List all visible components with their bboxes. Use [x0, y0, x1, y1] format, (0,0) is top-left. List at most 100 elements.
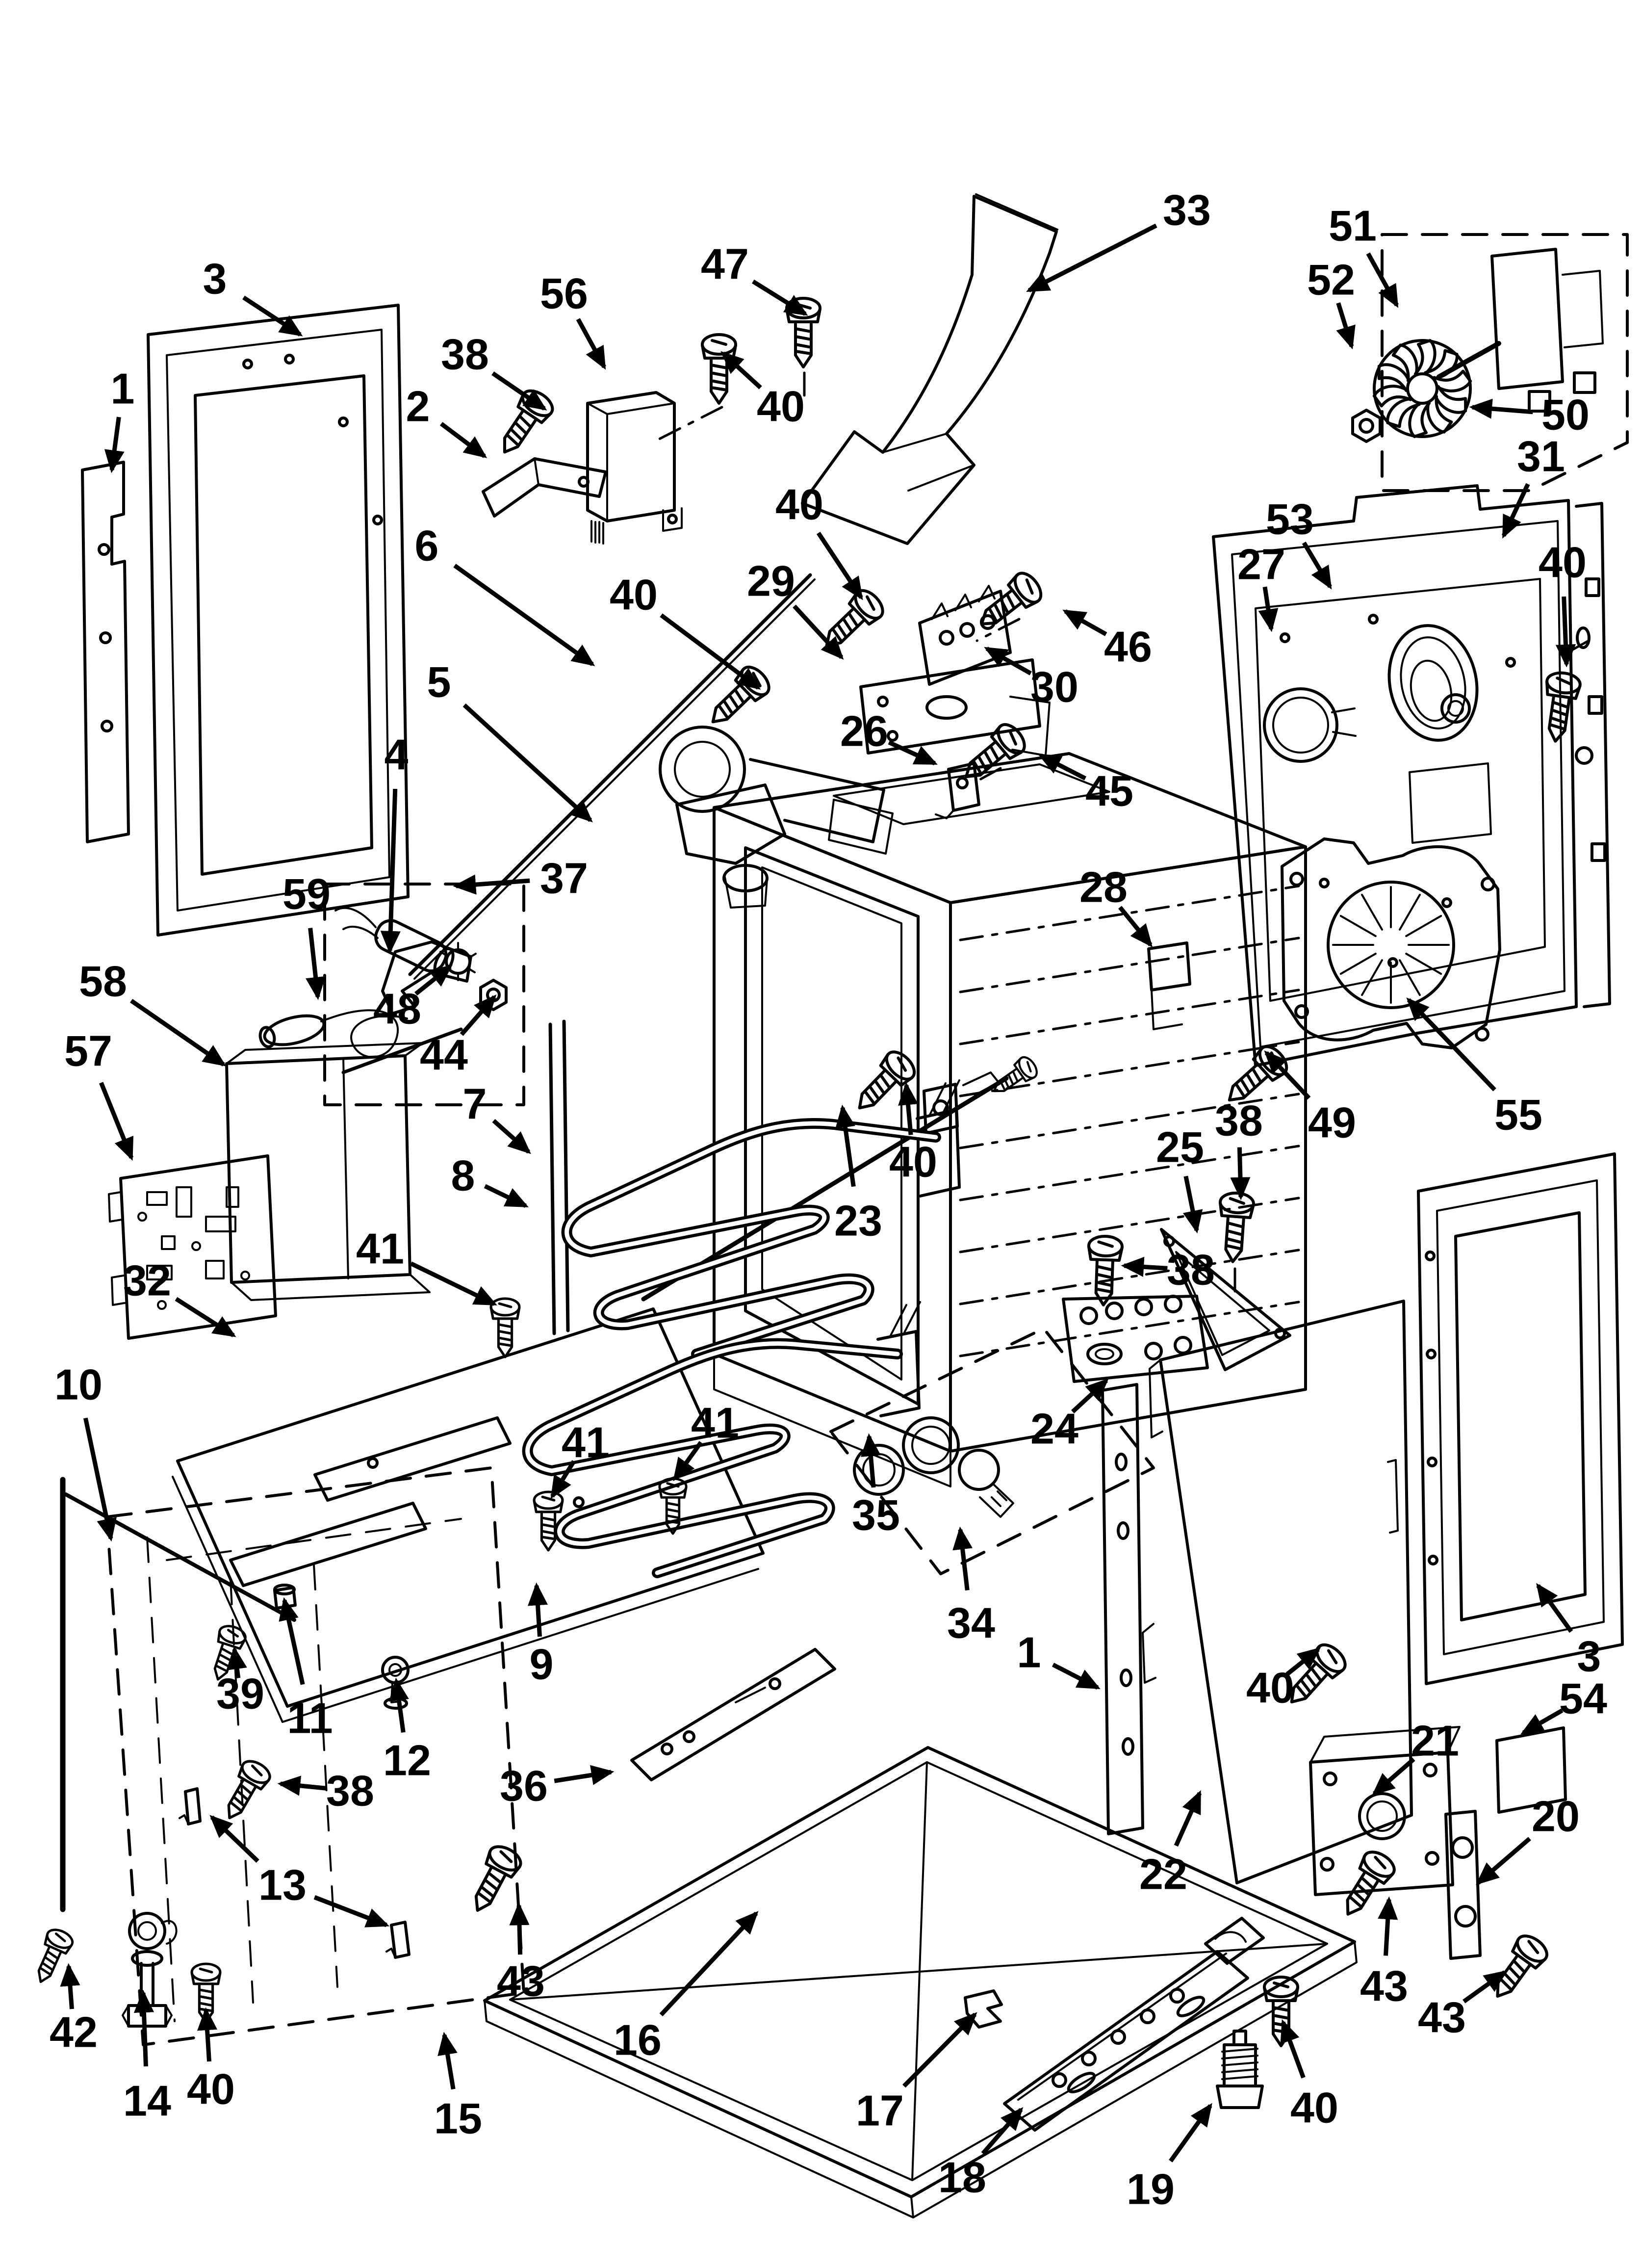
callout-22: 22	[1139, 1790, 1202, 1899]
control-board	[108, 1154, 277, 1340]
leader-arrow	[527, 1582, 548, 1637]
leader-arrow	[197, 2007, 218, 2062]
callout-number: 40	[775, 480, 823, 529]
leveling-bracket	[1309, 1726, 1461, 1896]
fan-motor-kit	[1351, 233, 1629, 492]
leader-arrow	[133, 1989, 154, 2067]
vent-duct	[801, 193, 1058, 545]
leader-arrow	[888, 740, 938, 766]
callout-number: 39	[216, 1669, 264, 1718]
rack-stop-bracket	[918, 585, 1012, 686]
callout-number: 21	[1411, 1717, 1459, 1765]
callout-27: 27	[1237, 540, 1285, 632]
callout-54: 54	[1520, 1674, 1607, 1735]
callout-number: 17	[856, 2086, 904, 2135]
callout-7: 7	[463, 1080, 531, 1154]
callout-number: 40	[187, 2065, 235, 2113]
rear-vent-cover	[1281, 837, 1501, 1049]
transformer	[586, 391, 683, 545]
callout-number: 41	[691, 1399, 739, 1447]
leader-arrow	[1378, 1896, 1398, 1956]
vent-bracket	[482, 457, 607, 518]
callout-40: 40	[187, 2007, 235, 2113]
callout-1: 1	[104, 365, 134, 473]
callout-number: 11	[287, 1694, 333, 1743]
callout-44: 44	[420, 994, 497, 1079]
callout-number: 8	[451, 1151, 475, 1200]
leader-arrow	[1406, 997, 1496, 1092]
leader-arrow	[492, 1119, 531, 1154]
callout-18: 18	[938, 2107, 1024, 2202]
callout-47: 47	[701, 240, 808, 316]
leader-arrow	[550, 1460, 576, 1499]
leader-arrow	[277, 1775, 326, 1796]
callout-58: 58	[79, 957, 227, 1067]
callout-number: 41	[356, 1225, 404, 1273]
callout-number: 19	[1127, 2165, 1175, 2214]
callout-number: 22	[1139, 1850, 1187, 1899]
callout-number: 43	[1360, 1962, 1408, 2010]
callout-number: 6	[415, 521, 439, 570]
leader-arrow	[1258, 586, 1279, 632]
callout-20: 20	[1476, 1792, 1580, 1885]
callout-38: 38	[441, 330, 547, 411]
callout-number: 58	[79, 957, 127, 1006]
callout-38: 38	[1121, 1246, 1215, 1294]
leader-arrow	[1285, 1647, 1321, 1676]
callout-number: 29	[747, 557, 795, 605]
leader-arrow	[460, 994, 497, 1036]
leader-arrow	[554, 1765, 615, 1785]
leader-arrow	[380, 788, 401, 954]
callout-46: 46	[1062, 609, 1152, 671]
callout-number: 40	[1539, 538, 1587, 587]
leader-arrow	[981, 2107, 1024, 2155]
leader-arrow	[1169, 2103, 1212, 2163]
callout-number: 12	[383, 1736, 431, 1785]
anti-tip-strip	[1444, 1810, 1482, 1960]
callout-56: 56	[540, 269, 606, 370]
oven-sensor-probe	[258, 1009, 463, 1074]
callout-number: 50	[1541, 391, 1590, 439]
callout-38: 38	[277, 1767, 374, 1815]
callout-36: 36	[500, 1762, 615, 1810]
fan-nut	[1351, 409, 1382, 443]
leader-arrow	[752, 279, 808, 316]
rear-leveling-leg	[1216, 2030, 1264, 2109]
lock-washer	[439, 942, 477, 981]
callout-52: 52	[1307, 256, 1356, 350]
callout-number: 40	[757, 382, 805, 431]
callout-number: 13	[258, 1861, 307, 1909]
callout-number: 35	[852, 1491, 900, 1539]
leader-arrow	[410, 1261, 497, 1306]
leader-arrow	[209, 1815, 259, 1863]
callout-2: 2	[406, 382, 487, 458]
leader-arrow	[1501, 483, 1530, 539]
callout-40: 40	[1280, 2019, 1338, 2132]
insulation-wrap	[105, 1466, 525, 2046]
callout-number: 42	[50, 2008, 98, 2057]
gasket-ring	[1263, 687, 1357, 763]
leader-arrow	[1302, 542, 1332, 590]
callout-number: 54	[1559, 1674, 1607, 1723]
leader-arrow	[984, 647, 1032, 676]
callout-53: 53	[1266, 495, 1332, 590]
callout-number: 7	[463, 1080, 487, 1128]
callout-39: 39	[216, 1646, 264, 1718]
leader-arrow	[835, 1104, 856, 1187]
leader-arrow	[453, 564, 595, 666]
leader-arrow	[1118, 906, 1153, 948]
callout-40: 40	[1246, 1647, 1321, 1712]
exploded-parts-drawing	[28, 193, 1629, 2218]
callout-number: 59	[282, 870, 331, 918]
bake-element	[522, 1301, 921, 1578]
callout-49: 49	[1264, 1050, 1356, 1147]
leader-arrow	[898, 1082, 919, 1135]
callout-21: 21	[1372, 1717, 1459, 1796]
callout-number: 18	[938, 2153, 986, 2202]
callout-31: 31	[1501, 432, 1565, 539]
leader-arrow	[1038, 753, 1087, 781]
callout-28: 28	[1079, 863, 1153, 948]
callout-number: 10	[54, 1360, 103, 1409]
side-seal-strip	[548, 1019, 570, 1335]
